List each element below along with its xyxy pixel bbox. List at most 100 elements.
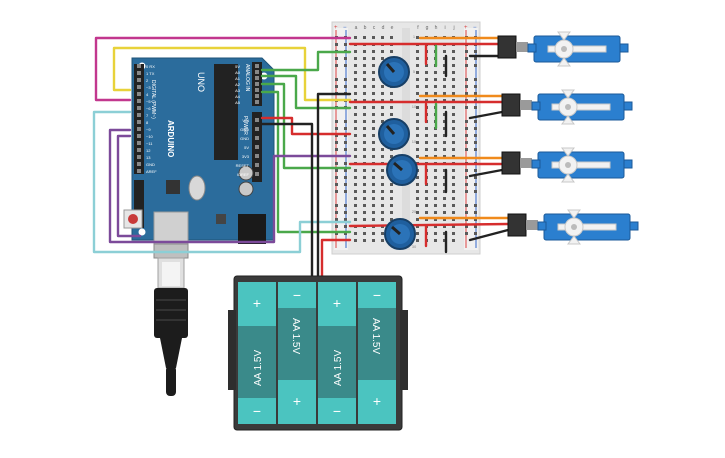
pin[interactable] [255,70,259,74]
servo-motor[interactable] [501,89,633,125]
hole[interactable] [434,183,437,186]
hole[interactable] [363,197,366,200]
hole[interactable] [363,148,366,151]
hole[interactable] [465,204,468,207]
hole[interactable] [474,120,477,123]
hole[interactable] [372,85,375,88]
hole[interactable] [416,92,419,95]
hole[interactable] [474,225,477,228]
hole[interactable] [363,106,366,109]
hole[interactable] [474,232,477,235]
hole[interactable] [443,120,446,123]
hole[interactable] [372,211,375,214]
pin[interactable] [137,71,141,75]
pin[interactable] [137,148,141,152]
hole[interactable] [452,218,455,221]
hole[interactable] [443,78,446,81]
hole[interactable] [474,64,477,67]
hole[interactable] [416,190,419,193]
hole[interactable] [381,218,384,221]
hole[interactable] [452,113,455,116]
hole[interactable] [425,64,428,67]
hole[interactable] [443,204,446,207]
hole[interactable] [474,92,477,95]
hole[interactable] [335,148,338,151]
hole[interactable] [363,57,366,60]
hole[interactable] [363,120,366,123]
potentiometer[interactable] [384,218,416,250]
pin[interactable] [137,162,141,166]
hole[interactable] [381,57,384,60]
hole[interactable] [443,190,446,193]
hole[interactable] [416,50,419,53]
hole[interactable] [425,204,428,207]
hole[interactable] [381,190,384,193]
hole[interactable] [452,64,455,67]
hole[interactable] [416,148,419,151]
hole[interactable] [452,169,455,172]
hole[interactable] [354,176,357,179]
pin[interactable] [137,141,141,145]
hole[interactable] [443,141,446,144]
hole[interactable] [465,176,468,179]
hole[interactable] [474,148,477,151]
hole[interactable] [474,134,477,137]
hole[interactable] [390,99,393,102]
hole[interactable] [474,127,477,130]
hole[interactable] [363,204,366,207]
hole[interactable] [416,218,419,221]
hole[interactable] [372,183,375,186]
hole[interactable] [372,127,375,130]
hole[interactable] [363,134,366,137]
hole[interactable] [390,197,393,200]
hole[interactable] [434,176,437,179]
hole[interactable] [344,204,347,207]
hole[interactable] [416,85,419,88]
pin[interactable] [255,145,259,149]
hole[interactable] [452,204,455,207]
hole[interactable] [434,92,437,95]
hole[interactable] [474,190,477,193]
hole[interactable] [344,211,347,214]
hole[interactable] [344,162,347,165]
hole[interactable] [474,106,477,109]
hole[interactable] [474,85,477,88]
hole[interactable] [465,218,468,221]
hole[interactable] [344,85,347,88]
hole[interactable] [434,239,437,242]
hole[interactable] [434,204,437,207]
servo-motor[interactable] [501,147,633,183]
hole[interactable] [434,78,437,81]
hole[interactable] [452,71,455,74]
pin[interactable] [137,85,141,89]
hole[interactable] [354,64,357,67]
hole[interactable] [443,183,446,186]
pin[interactable] [255,100,259,104]
hole[interactable] [443,64,446,67]
hole[interactable] [381,92,384,95]
hole[interactable] [434,211,437,214]
pin[interactable] [255,127,259,131]
hole[interactable] [452,141,455,144]
hole[interactable] [416,71,419,74]
hole[interactable] [363,99,366,102]
hole[interactable] [372,176,375,179]
hole[interactable] [416,78,419,81]
hole[interactable] [452,239,455,242]
hole[interactable] [372,50,375,53]
hole[interactable] [443,218,446,221]
hole[interactable] [372,239,375,242]
hole[interactable] [443,57,446,60]
hole[interactable] [335,169,338,172]
hole[interactable] [443,197,446,200]
hole[interactable] [443,148,446,151]
hole[interactable] [465,106,468,109]
hole[interactable] [465,211,468,214]
hole[interactable] [381,113,384,116]
pin[interactable] [137,120,141,124]
pin[interactable] [255,154,259,158]
pin[interactable] [255,88,259,92]
hole[interactable] [434,218,437,221]
hole[interactable] [363,92,366,95]
hole[interactable] [354,127,357,130]
